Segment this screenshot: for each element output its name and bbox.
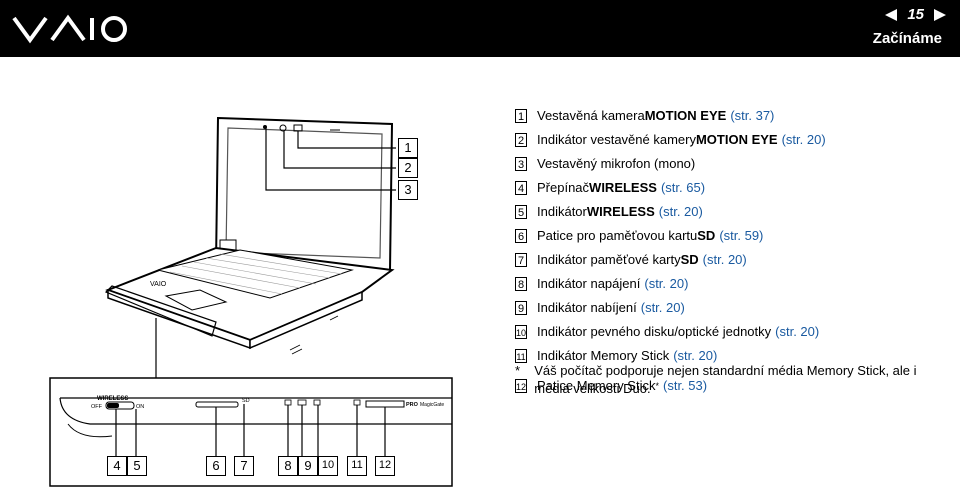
page-reference-link[interactable]: (str. 20) xyxy=(781,132,826,147)
page-reference-link[interactable]: (str. 20) xyxy=(658,204,703,219)
item-number: 3 xyxy=(515,157,527,171)
page-number: 15 xyxy=(907,6,924,23)
vaio-logo xyxy=(12,14,127,44)
page-reference-link[interactable]: (str. 20) xyxy=(673,348,718,363)
item-number: 9 xyxy=(515,301,527,315)
item-number: 12 xyxy=(515,379,527,393)
callout-7: 7 xyxy=(234,456,254,476)
sd-label: SD xyxy=(242,398,250,404)
page-reference-link[interactable]: (str. 20) xyxy=(640,300,685,315)
page-reference-link[interactable]: (str. 37) xyxy=(730,108,775,123)
item-number: 2 xyxy=(515,133,527,147)
page-reference-link[interactable]: (str. 20) xyxy=(702,252,747,267)
callout-12: 12 xyxy=(375,456,395,476)
pro-label: PRO xyxy=(406,402,419,408)
callout-3: 3 xyxy=(398,180,418,200)
callout-1: 1 xyxy=(398,138,418,158)
page-reference-link[interactable]: (str. 20) xyxy=(775,324,820,339)
page-reference-link[interactable]: (str. 20) xyxy=(644,276,689,291)
callout-4: 4 xyxy=(107,456,127,476)
off-label: OFF xyxy=(91,404,103,410)
callout-10: 10 xyxy=(318,456,338,476)
item-number: 1 xyxy=(515,109,527,123)
item-number: 8 xyxy=(515,277,527,291)
callout-9: 9 xyxy=(298,456,318,476)
page-reference-link[interactable]: (str. 59) xyxy=(719,228,764,243)
on-label: ON xyxy=(136,404,144,410)
previous-page-arrow-icon[interactable] xyxy=(885,8,898,21)
page-reference-link[interactable]: (str. 65) xyxy=(660,180,706,195)
item-number: 5 xyxy=(515,205,527,219)
callout-2: 2 xyxy=(398,158,418,178)
callout-5: 5 xyxy=(127,456,147,476)
item-number: 7 xyxy=(515,253,527,267)
wireless-label: WIRELESS xyxy=(97,396,128,402)
item-number: 6 xyxy=(515,229,527,243)
keyboard-vaio-mark: VAIO xyxy=(150,281,167,288)
magicgate-label: MagicGate xyxy=(420,402,444,408)
item-number: 10 xyxy=(515,325,527,339)
item-number: 4 xyxy=(515,181,527,195)
footnote-mark: * xyxy=(515,363,521,378)
item-number: 11 xyxy=(515,349,527,363)
next-page-arrow-icon[interactable] xyxy=(934,8,946,21)
callout-6: 6 xyxy=(206,456,226,476)
section-title: Začínáme xyxy=(872,30,942,47)
footnote-text: Váš počítač podporuje nejen standardní m… xyxy=(534,363,917,396)
page-header: 15 Začínáme xyxy=(0,0,960,57)
callout-8: 8 xyxy=(278,456,298,476)
footnote: * Váš počítač podporuje nejen standardní… xyxy=(515,362,955,398)
page-navigation: 15 xyxy=(885,6,946,23)
page-reference-link[interactable]: (str. 53) xyxy=(663,378,708,393)
callout-11: 11 xyxy=(347,456,367,476)
